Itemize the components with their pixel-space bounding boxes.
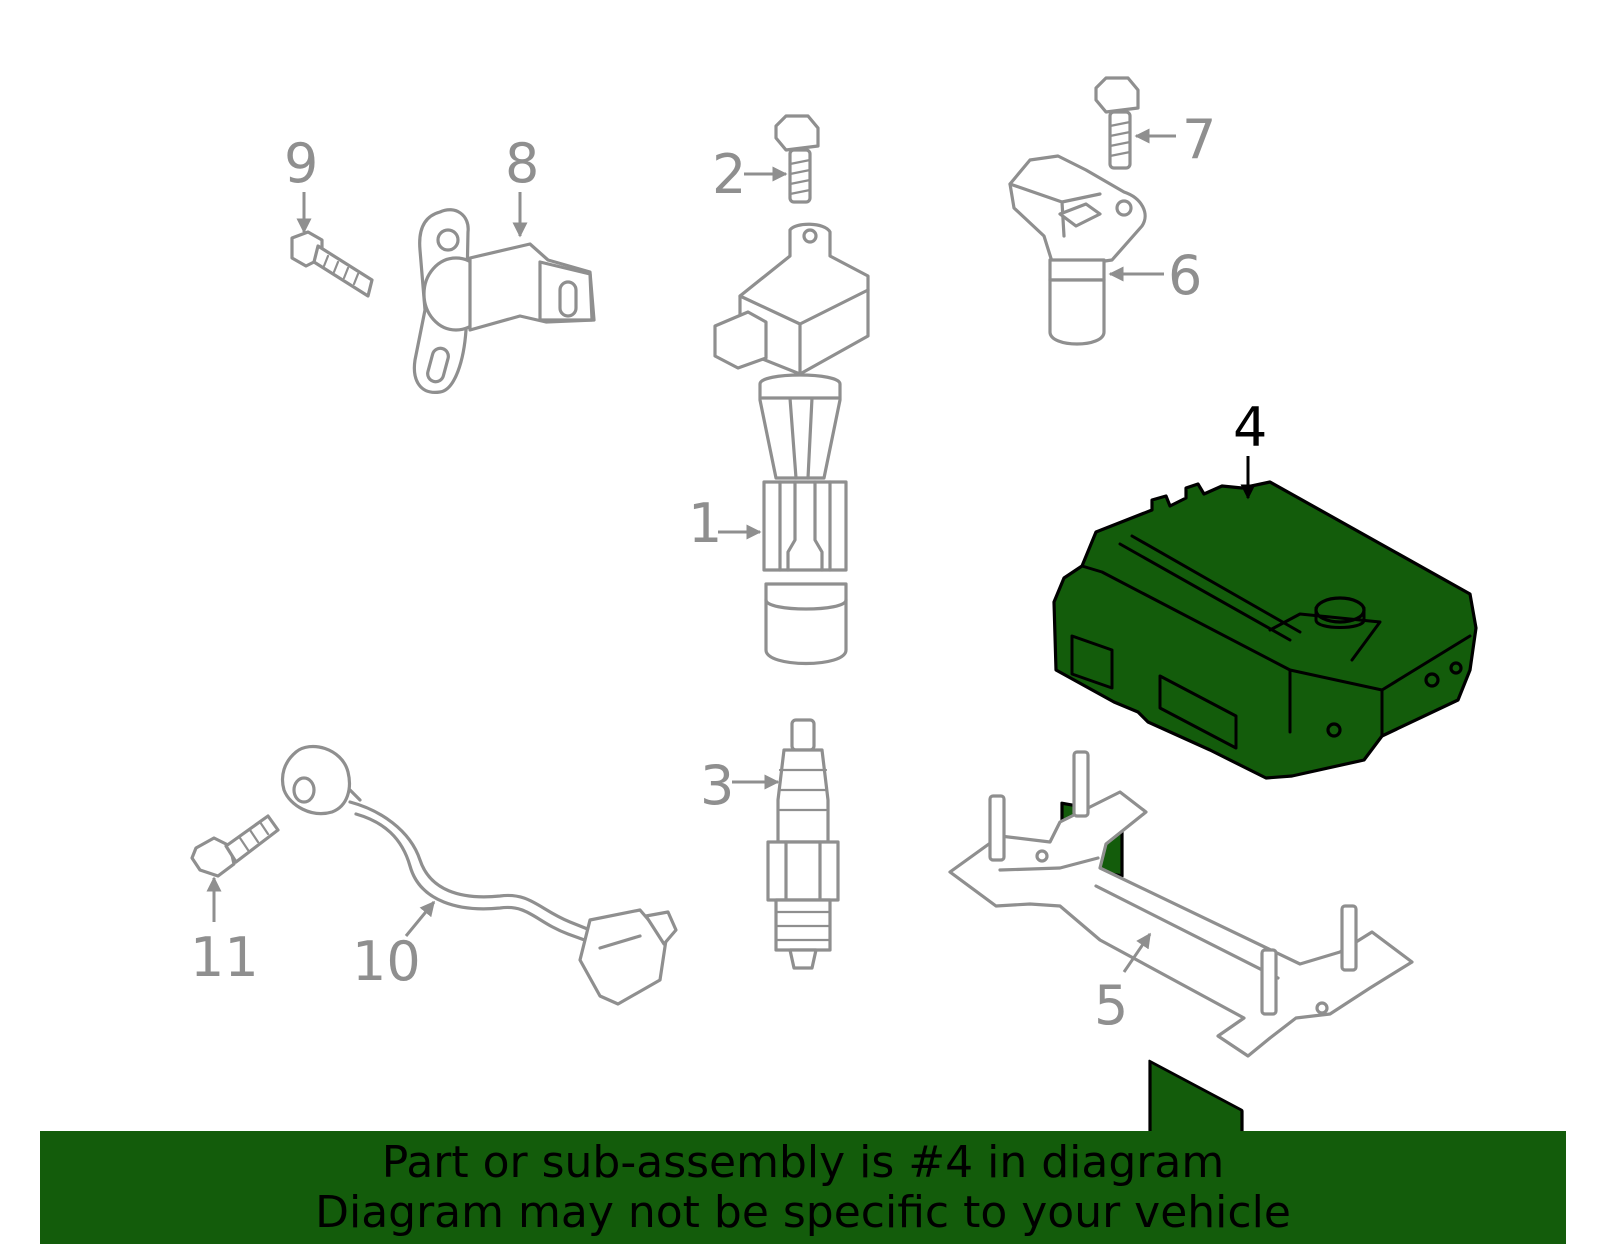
callout-3: 3: [700, 754, 734, 817]
callout-10: 10: [352, 930, 421, 993]
callout-2: 2: [712, 143, 746, 206]
info-banner: Part or sub-assembly is #4 in diagram Di…: [40, 1131, 1566, 1244]
ecu-part-4-highlighted: [1052, 480, 1478, 1193]
bracket-part-5: [948, 750, 1414, 1058]
ignition-coil-part-1: [713, 222, 870, 665]
callout-9: 9: [284, 132, 318, 195]
cam-sensor-part-8: [412, 208, 596, 394]
callout-4: 4: [1233, 396, 1267, 459]
knock-sensor-part-10: [280, 744, 678, 1006]
callout-5: 5: [1094, 974, 1128, 1037]
callout-11: 11: [190, 926, 259, 989]
bolt-part-7: [1094, 76, 1140, 170]
spark-plug-part-3: [766, 718, 840, 970]
callout-7: 7: [1182, 108, 1216, 171]
bolt-part-2: [774, 114, 820, 204]
crank-sensor-part-6: [1008, 154, 1147, 346]
banner-line-1: Part or sub-assembly is #4 in diagram: [381, 1136, 1225, 1188]
callout-8: 8: [505, 132, 539, 195]
callout-6: 6: [1168, 244, 1202, 307]
bolt-part-11: [190, 814, 280, 878]
banner-line-2: Diagram may not be specific to your vehi…: [315, 1186, 1291, 1238]
callout-1: 1: [688, 492, 722, 555]
bolt-part-9: [290, 230, 374, 298]
